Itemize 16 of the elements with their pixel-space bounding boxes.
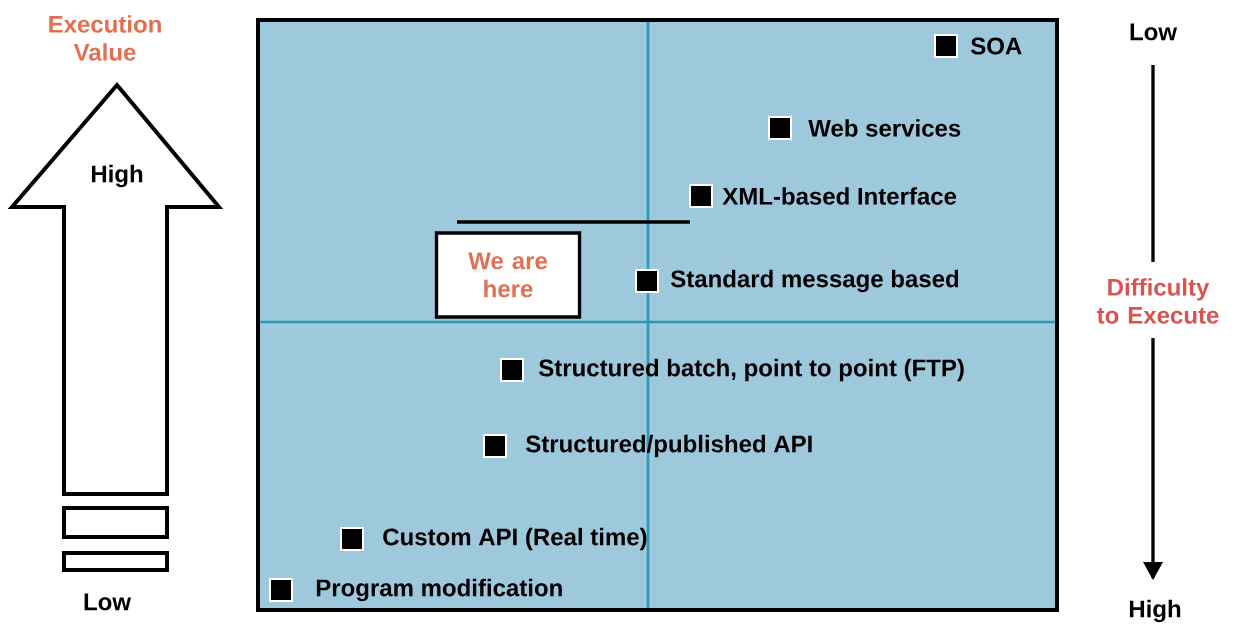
item-label: Custom API (Real time): [383, 527, 647, 551]
item-label: Web services: [808, 119, 961, 137]
scale-label: High: [91, 164, 143, 188]
scale-label: High: [1129, 599, 1181, 623]
callout-box: We are here: [434, 231, 582, 319]
item-label: XML-based Interface: [722, 187, 957, 205]
axis-title: Difficulty to Execute: [1096, 278, 1219, 324]
item-label: Program modification: [316, 578, 562, 602]
item-label: Structured batch, point to point (FTP): [538, 358, 964, 382]
item-label: SOA: [970, 37, 1022, 55]
scale-label: Low: [1130, 23, 1178, 41]
axis-title: Execution Value: [49, 15, 161, 61]
quadrant-panel: [256, 18, 1059, 612]
item-label: Structured/published API: [525, 434, 812, 458]
item-label: Standard message based: [670, 269, 959, 293]
scale-label: Low: [84, 593, 132, 611]
